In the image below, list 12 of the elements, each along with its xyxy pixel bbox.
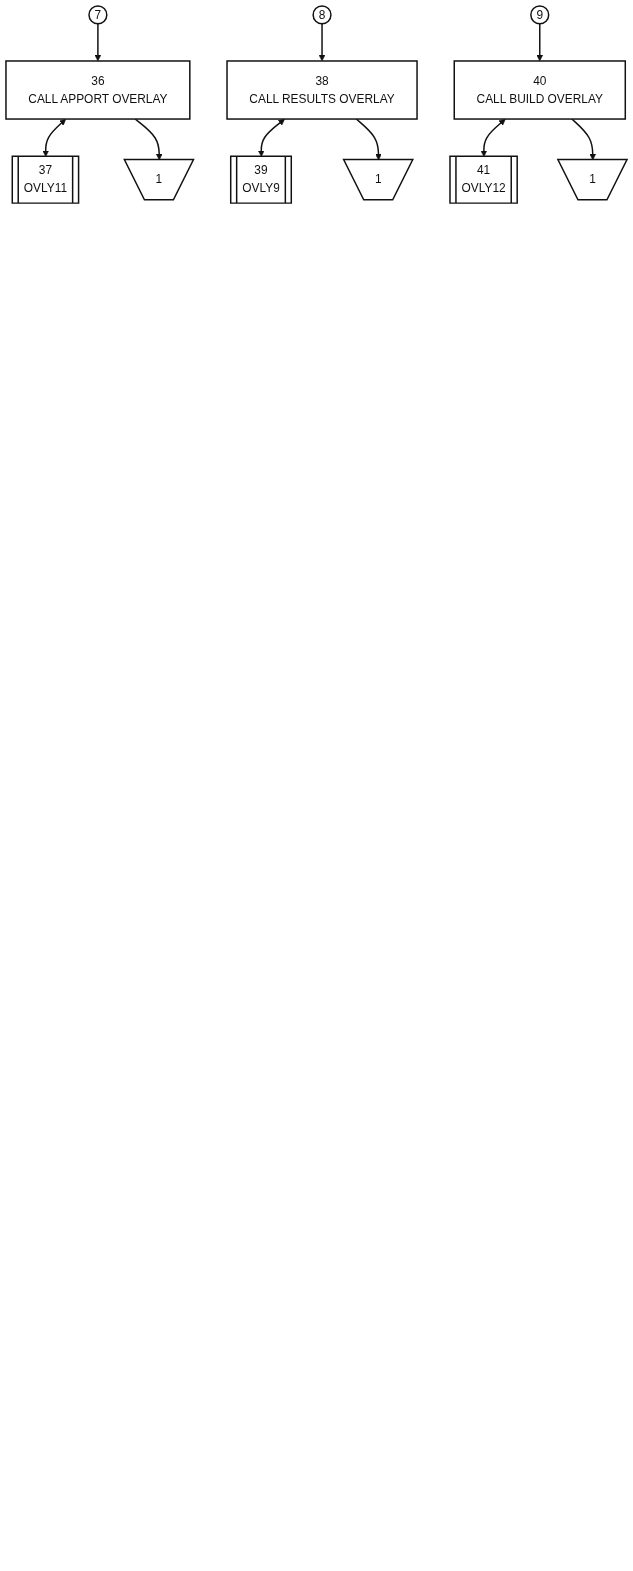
arrow bbox=[318, 23, 326, 62]
arrow bbox=[94, 23, 102, 62]
node-box: 40 CALL BUILD OVERLAY bbox=[453, 60, 627, 120]
arrow bbox=[42, 118, 66, 157]
node-box: 38 CALL RESULTS OVERLAY bbox=[226, 60, 418, 120]
arrow bbox=[480, 118, 506, 157]
node-circle: 9 bbox=[530, 5, 550, 25]
node-box: 36 CALL APPORT OVERLAY bbox=[5, 60, 191, 120]
arrow bbox=[536, 23, 544, 62]
node-circle: 8 bbox=[312, 5, 332, 25]
node-circle: 7 bbox=[88, 5, 108, 25]
arrow bbox=[258, 118, 285, 157]
